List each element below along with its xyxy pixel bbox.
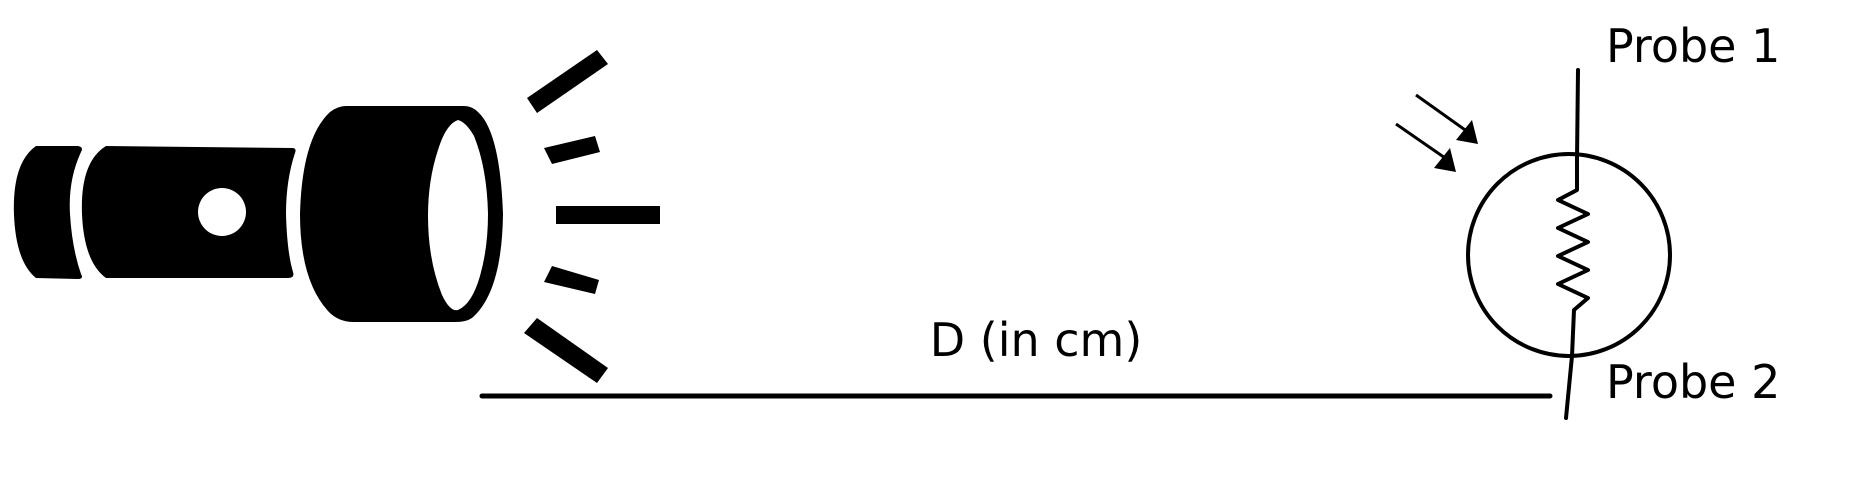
probe-2-lead: [1564, 354, 1574, 420]
flashlight-head: [300, 106, 503, 322]
probe-1-label: Probe 1: [1606, 19, 1780, 73]
photoresistor-body: [1466, 152, 1672, 358]
light-rays-icon: [524, 50, 660, 383]
flashlight-switch: [198, 188, 246, 236]
light-ray-4: [544, 266, 599, 294]
incident-arrow-1-shaft: [1415, 93, 1469, 134]
flashlight-tail-cap: [13, 146, 83, 279]
incident-arrow-2-head: [1434, 148, 1456, 172]
incident-light-arrows-icon: [1395, 93, 1478, 172]
distance-label: D (in cm): [930, 313, 1143, 367]
incident-arrow-2-shaft: [1395, 122, 1449, 162]
light-ray-3: [556, 206, 660, 224]
probe-1-lead: [1575, 68, 1580, 162]
light-ray-2: [544, 136, 600, 164]
flashlight-body: [81, 146, 296, 278]
probe-2-label: Probe 2: [1606, 355, 1780, 409]
light-ray-1: [527, 50, 608, 113]
photoresistor-zigzag: [1556, 158, 1590, 358]
flashlight-icon: [13, 106, 503, 322]
light-ray-5: [524, 318, 608, 383]
incident-arrow-1-head: [1456, 120, 1478, 144]
photoresistor-icon: [1466, 68, 1672, 420]
